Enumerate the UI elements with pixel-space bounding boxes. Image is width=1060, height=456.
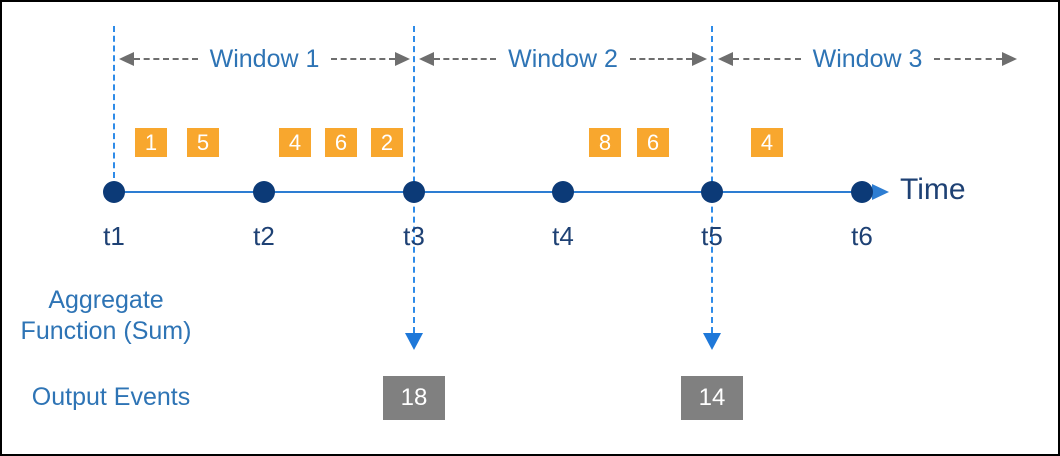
tick-label-t6: t6 <box>851 221 873 251</box>
arrow-left-icon <box>119 52 134 66</box>
arrow-right-icon <box>1002 52 1018 66</box>
timeline-dot-t5 <box>701 181 723 203</box>
input-event: 1 <box>135 128 167 157</box>
tick-label-t2: t2 <box>253 221 275 251</box>
tick-label-t1: t1 <box>103 221 125 251</box>
input-event: 4 <box>279 128 311 157</box>
tick-label-t3: t3 <box>403 221 425 251</box>
tick-label-t4: t4 <box>552 221 574 251</box>
output-events-label: Output Events <box>31 383 191 411</box>
dashed-line <box>434 58 497 60</box>
window-3-span: Window 3 <box>718 45 1018 73</box>
dashed-line <box>331 58 396 60</box>
timeline-dot-t6 <box>851 181 873 203</box>
output-event: 14 <box>681 376 743 420</box>
dashed-line <box>134 58 198 60</box>
output-event: 18 <box>383 376 445 420</box>
dashed-line <box>733 58 801 60</box>
arrow-left-icon <box>718 52 733 66</box>
down-arrowhead-icon <box>405 333 423 350</box>
window-1-span: Window 1 <box>119 45 411 73</box>
input-event: 6 <box>637 128 669 157</box>
dashed-line <box>934 58 1003 60</box>
window-boundary-line-t5 <box>711 26 713 333</box>
input-event: 8 <box>589 128 621 157</box>
arrow-right-icon <box>692 52 708 66</box>
window-2-label: Window 2 <box>508 45 618 73</box>
time-axis-label: Time <box>900 173 966 206</box>
input-event: 4 <box>751 128 783 157</box>
timeline-dot-t3 <box>403 181 425 203</box>
window-boundary-line-t3 <box>413 26 415 333</box>
aggregate-function-label-line1: Aggregate <box>48 286 164 314</box>
input-event: 5 <box>187 128 219 157</box>
window-1-label: Window 1 <box>209 45 320 73</box>
dashed-line <box>629 58 693 60</box>
down-arrowhead-icon <box>703 333 721 350</box>
tick-label-t5: t5 <box>701 221 723 251</box>
window-3-label: Window 3 <box>812 45 923 73</box>
window-boundary-line-t1 <box>113 26 115 178</box>
timeline-arrowhead-icon <box>872 184 889 200</box>
arrow-left-icon <box>419 52 434 66</box>
timeline-dot-t4 <box>552 181 574 203</box>
timeline-dot-t1 <box>103 181 125 203</box>
aggregate-function-label: Aggregate Function (Sum) <box>2 285 210 347</box>
window-2-span: Window 2 <box>419 45 708 73</box>
aggregate-function-label-line2: Function (Sum) <box>20 317 192 345</box>
input-event: 6 <box>325 128 357 157</box>
timeline-dot-t2 <box>253 181 275 203</box>
timeline-axis <box>114 191 872 193</box>
arrow-right-icon <box>395 52 411 66</box>
input-event: 2 <box>371 128 403 157</box>
